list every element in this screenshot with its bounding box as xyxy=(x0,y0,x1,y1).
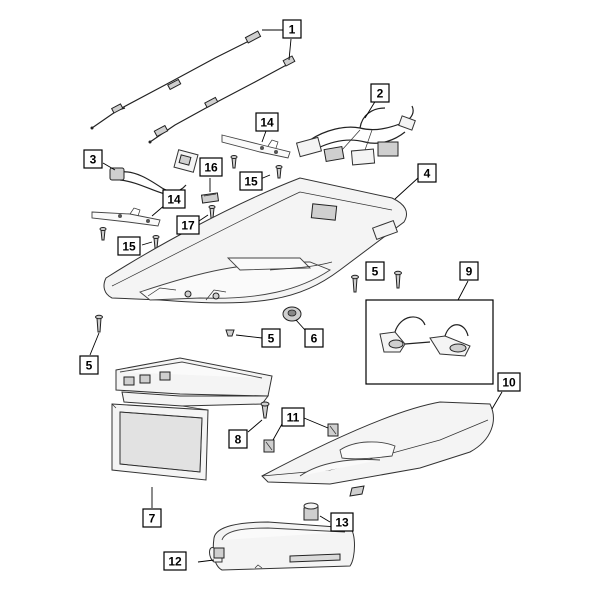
callout-label-4: 4 xyxy=(424,167,431,181)
part-lamp-9 xyxy=(379,316,471,357)
callout-label-5a: 5 xyxy=(372,265,379,279)
part-bracket-14-lower xyxy=(91,207,161,227)
part-dvd-player xyxy=(209,521,355,571)
part-fastener-17 xyxy=(208,205,216,219)
callout-11: 11 xyxy=(281,407,305,427)
callout-label-17: 17 xyxy=(181,219,195,233)
callout-15a: 15 xyxy=(239,171,263,191)
callout-label-5c: 5 xyxy=(86,359,93,373)
part-screw-5-middle xyxy=(225,329,235,337)
callout-16: 16 xyxy=(199,157,223,177)
callout-label-16: 16 xyxy=(204,161,218,175)
part-connector-3 xyxy=(109,149,199,195)
callout-5c: 5 xyxy=(79,355,99,375)
callout-7: 7 xyxy=(142,508,162,528)
callout-14b: 14 xyxy=(162,189,186,209)
callout-label-8: 8 xyxy=(235,433,242,447)
part-clips-11 xyxy=(263,423,339,453)
part-console-cover xyxy=(261,401,494,497)
callout-label-1: 1 xyxy=(289,23,296,37)
callout-1: 1 xyxy=(282,19,302,39)
part-screws-5-right xyxy=(351,270,402,293)
callout-label-13: 13 xyxy=(335,516,349,530)
callout-label-15b: 15 xyxy=(122,240,136,254)
part-screws-15-lower xyxy=(99,227,160,249)
callout-13: 13 xyxy=(330,512,354,532)
callout-8: 8 xyxy=(228,429,248,449)
part-clip-13 xyxy=(303,502,319,521)
part-screw-8 xyxy=(260,401,270,419)
callout-label-14b: 14 xyxy=(167,193,181,207)
part-bracket-14-upper xyxy=(221,134,291,159)
callout-label-10: 10 xyxy=(502,376,516,390)
callout-10: 10 xyxy=(497,372,521,392)
callout-label-2: 2 xyxy=(377,87,384,101)
callout-label-6: 6 xyxy=(311,332,318,346)
part-antenna-cables xyxy=(90,30,296,144)
callout-3: 3 xyxy=(83,149,103,169)
callout-9: 9 xyxy=(459,261,479,281)
callout-label-9: 9 xyxy=(466,265,473,279)
callout-label-11: 11 xyxy=(287,411,300,425)
callout-label-3: 3 xyxy=(90,153,97,167)
callout-15b: 15 xyxy=(117,236,141,256)
callout-label-12: 12 xyxy=(168,555,182,569)
callout-label-14a: 14 xyxy=(260,116,274,130)
callout-6: 6 xyxy=(304,328,324,348)
callout-2: 2 xyxy=(370,83,390,103)
callout-14a: 14 xyxy=(255,112,279,132)
callout-label-15a: 15 xyxy=(244,175,258,189)
part-clip-16 xyxy=(200,192,220,204)
part-screws-15-upper xyxy=(230,155,283,179)
callout-label-7: 7 xyxy=(149,512,156,526)
part-screw-5-left xyxy=(95,314,103,333)
part-overhead-frame xyxy=(103,177,407,304)
callout-4: 4 xyxy=(417,163,437,183)
callout-12: 12 xyxy=(163,551,187,571)
callout-17: 17 xyxy=(176,215,200,235)
part-wiring-harness xyxy=(295,105,416,166)
callout-5a: 5 xyxy=(365,261,385,281)
callout-5b: 5 xyxy=(261,328,281,348)
part-video-screen xyxy=(111,357,273,481)
part-grommet-6 xyxy=(282,306,302,322)
callout-label-5b: 5 xyxy=(268,332,275,346)
